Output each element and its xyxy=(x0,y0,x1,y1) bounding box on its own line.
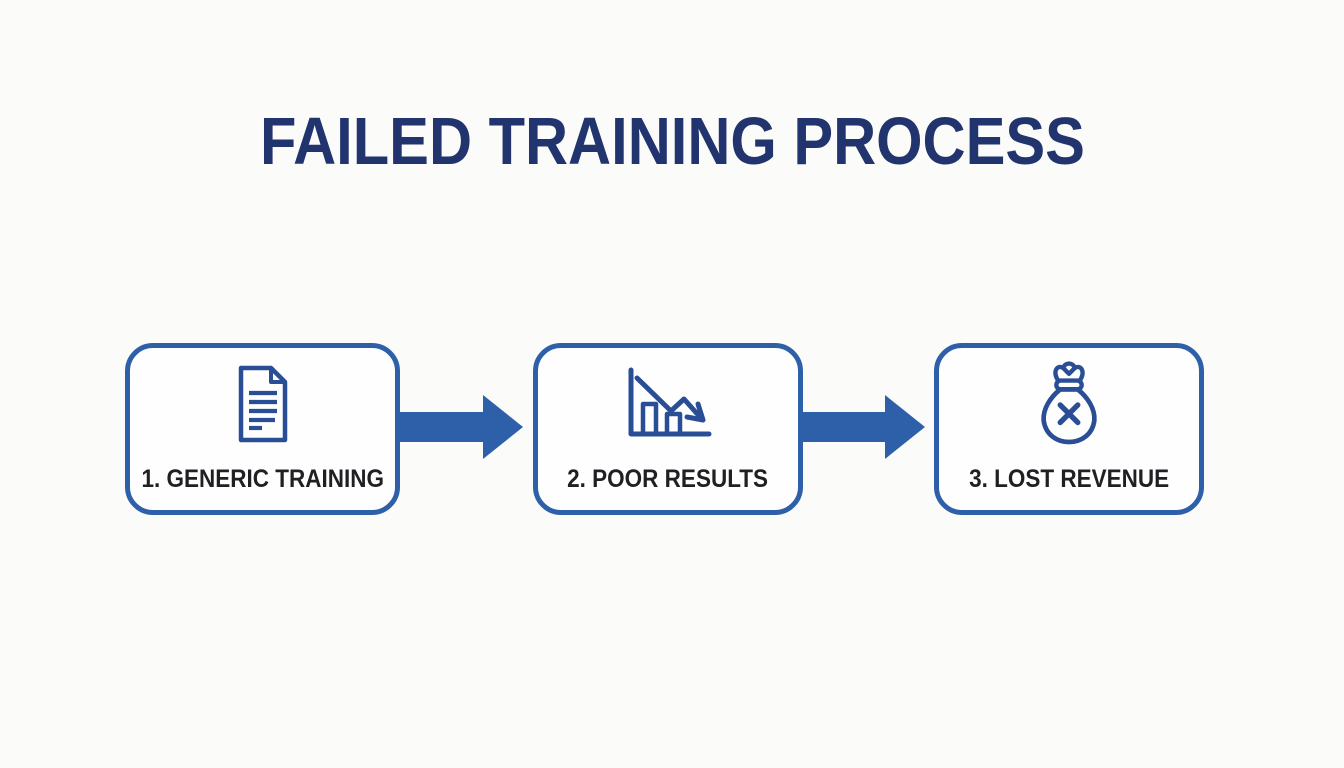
declining-chart-icon xyxy=(628,367,712,437)
step-card-lost-revenue: 3. LOST REVENUE xyxy=(934,343,1204,515)
document-icon xyxy=(238,365,287,443)
step3-label: 3. LOST REVENUE xyxy=(958,464,1180,494)
step3-label-text: 3. LOST REVENUE xyxy=(968,465,1170,493)
step2-icon-slot xyxy=(623,358,713,450)
flow-arrow-1-icon xyxy=(397,395,523,459)
step1-label-text: 1. GENERIC TRAINING xyxy=(141,465,384,493)
step-card-generic-training: 1. GENERIC TRAINING xyxy=(125,343,400,515)
flow-arrow-2-icon xyxy=(799,395,925,459)
page-title: FAILED TRAINING PROCESS xyxy=(259,104,1085,179)
step1-label: 1. GENERIC TRAINING xyxy=(128,464,397,494)
step1-icon-slot xyxy=(231,358,295,450)
step-card-poor-results: 2. POOR RESULTS xyxy=(533,343,803,515)
step2-label: 2. POOR RESULTS xyxy=(556,464,779,494)
money-bag-x-icon xyxy=(1041,361,1097,445)
step2-label-text: 2. POOR RESULTS xyxy=(567,465,769,493)
step3-icon-slot xyxy=(1031,358,1107,450)
page-title-row: FAILED TRAINING PROCESS xyxy=(0,106,1344,178)
